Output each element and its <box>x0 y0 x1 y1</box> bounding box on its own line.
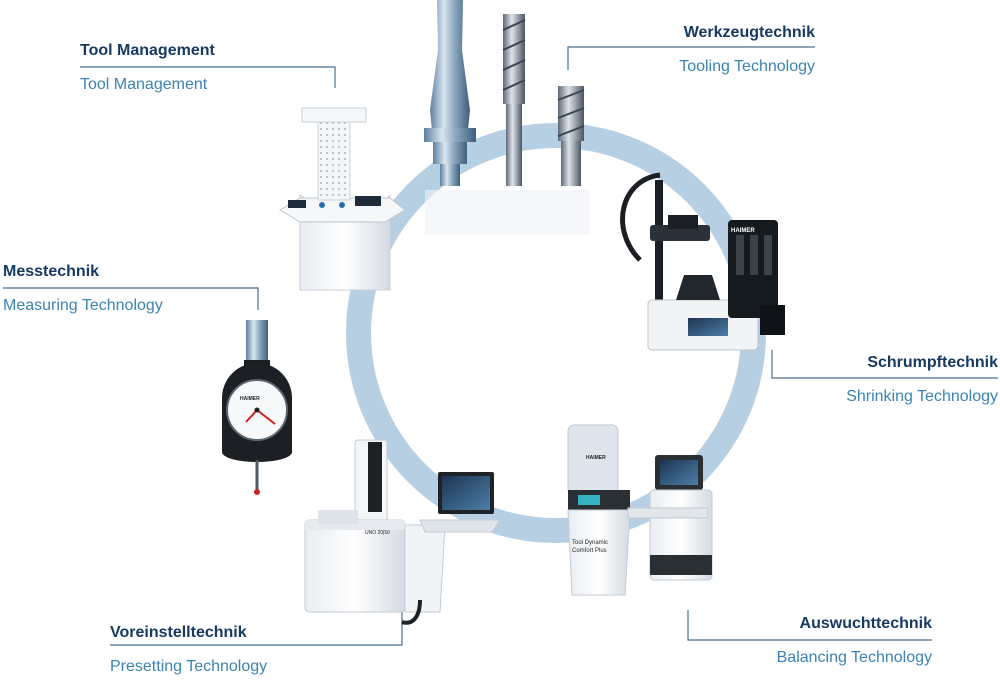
label-presetting-english: Presetting Technology <box>110 658 268 675</box>
tool-holders-and-cutters-image <box>424 0 590 235</box>
shrink-machine-brand-text: HAIMER <box>731 228 755 234</box>
balancing-machines-image <box>567 424 713 596</box>
label-measuring-english: Measuring Technology <box>3 297 163 314</box>
shrink-fit-machine-image <box>620 172 785 351</box>
connector-balancing <box>687 610 932 641</box>
dial-gauge-image <box>222 320 292 495</box>
label-balancing-english: Balancing Technology <box>776 649 932 666</box>
connector-presetting <box>110 610 403 646</box>
label-tooling: Werkzeugtechnik Tooling Technology <box>679 23 815 77</box>
label-measuring-german: Messtechnik <box>3 263 100 280</box>
gauge-brand-text: HAIMER <box>240 396 260 402</box>
connector-tooling <box>567 46 815 70</box>
balancer-brand-text: HAIMER <box>586 455 606 461</box>
presetter-name-text: UNO 20|50 <box>365 530 390 536</box>
label-tool-management-german: Tool Management <box>80 42 215 59</box>
label-tooling-english: Tooling Technology <box>679 58 815 75</box>
label-balancing: Auswuchttechnik Balancing Technology <box>777 614 932 668</box>
label-shrinking-english: Shrinking Technology <box>846 388 998 405</box>
label-tool-management-english: Tool Management <box>80 76 208 93</box>
connector-tool-management <box>80 66 336 88</box>
connector-shrinking <box>771 350 998 379</box>
label-tooling-german: Werkzeugtechnik <box>683 24 815 41</box>
balancer-name-text: Tool Dynamic <box>572 540 609 546</box>
label-measuring: Messtechnik Measuring Technology <box>3 262 163 316</box>
label-shrinking-german: Schrumpftechnik <box>867 354 998 371</box>
label-presetting: Voreinstelltechnik Presetting Technology <box>110 623 267 677</box>
label-shrinking: Schrumpftechnik Shrinking Technology <box>846 353 998 407</box>
presetting-device-image <box>304 439 501 625</box>
label-presetting-german: Voreinstelltechnik <box>110 624 247 641</box>
label-balancing-german: Auswuchttechnik <box>799 615 932 632</box>
label-tool-management: Tool Management Tool Management <box>80 41 215 95</box>
connector-measuring <box>3 287 259 310</box>
balancer-model-text: Comfort Plus <box>572 548 607 554</box>
tool-management-cabinet-image <box>279 107 406 291</box>
